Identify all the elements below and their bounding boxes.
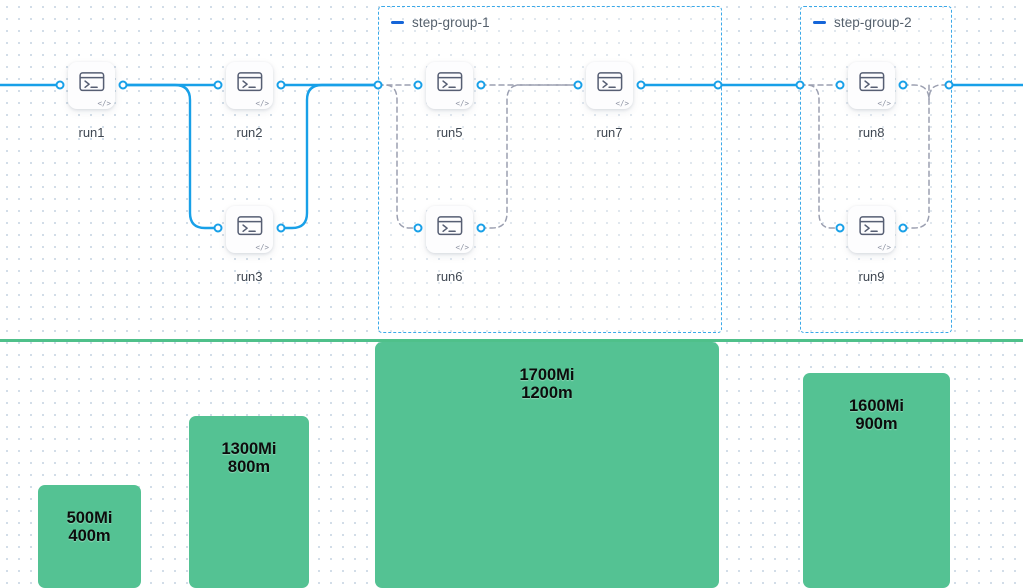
node-run8[interactable]: </> [848, 62, 895, 109]
minus-icon[interactable] [813, 21, 826, 24]
port-run3-out[interactable] [276, 223, 286, 233]
node-label-run8: run8 [858, 125, 885, 140]
edge-run1-to-run3 [121, 83, 220, 230]
port-run1-out[interactable] [118, 80, 128, 90]
node-run6[interactable]: </> [426, 206, 473, 253]
terminal-icon [436, 70, 463, 99]
code-badge-icon[interactable]: </> [877, 242, 891, 252]
code-badge-icon[interactable]: </> [255, 98, 269, 108]
terminal-icon [436, 71, 462, 91]
node-run7[interactable]: </> [586, 62, 633, 109]
node-label-run3: run3 [236, 269, 263, 284]
terminal-icon [236, 71, 262, 91]
bar-group2-label: 1600Mi 900m [848, 397, 905, 434]
port-run6-in[interactable] [413, 223, 423, 233]
edge-run3-to-group1 [279, 83, 380, 230]
port-run5-in[interactable] [413, 80, 423, 90]
terminal-icon [858, 215, 884, 235]
terminal-icon [236, 215, 262, 235]
terminal-icon [78, 70, 105, 99]
port-run7-out[interactable] [636, 80, 646, 90]
port-group2-out[interactable] [944, 80, 954, 90]
terminal-icon [236, 214, 263, 243]
node-label-run6: run6 [436, 269, 463, 284]
terminal-icon [436, 214, 463, 243]
port-run6-out[interactable] [476, 223, 486, 233]
code-badge-icon[interactable]: </> [877, 98, 891, 108]
terminal-icon [596, 70, 623, 99]
step-group-2-header: step-group-2 [813, 15, 912, 30]
terminal-icon [78, 71, 104, 91]
port-run7-in[interactable] [573, 80, 583, 90]
port-group2-in[interactable] [795, 80, 805, 90]
port-run8-in[interactable] [835, 80, 845, 90]
port-run2-out[interactable] [276, 80, 286, 90]
bar-run1: 500Mi 400m [38, 485, 141, 588]
bar-run2: 1300Mi 800m [189, 416, 309, 588]
step-group-step-group-1[interactable]: step-group-1 [378, 6, 722, 333]
code-badge-icon[interactable]: </> [455, 242, 469, 252]
terminal-icon [596, 71, 622, 91]
port-group1-in[interactable] [373, 80, 383, 90]
code-badge-icon[interactable]: </> [255, 242, 269, 252]
green-divider-line [0, 339, 1023, 342]
node-label-run7: run7 [596, 125, 623, 140]
bar-group1: 1700Mi 1200m [375, 342, 719, 588]
terminal-icon [236, 70, 263, 99]
node-run9[interactable]: </> [848, 206, 895, 253]
code-badge-icon[interactable]: </> [615, 98, 629, 108]
port-run8-out[interactable] [898, 80, 908, 90]
step-group-1-label: step-group-1 [412, 15, 490, 30]
node-label-run2: run2 [236, 125, 263, 140]
node-label-run1: run1 [78, 125, 105, 140]
port-run5-out[interactable] [476, 80, 486, 90]
terminal-icon [436, 215, 462, 235]
node-label-run9: run9 [858, 269, 885, 284]
minus-icon[interactable] [391, 21, 404, 24]
node-run1[interactable]: </> [68, 62, 115, 109]
port-run2-in[interactable] [213, 80, 223, 90]
port-group1-out[interactable] [713, 80, 723, 90]
bar-run2-label: 1300Mi 800m [221, 440, 277, 477]
step-group-2-label: step-group-2 [834, 15, 912, 30]
port-run9-in[interactable] [835, 223, 845, 233]
port-run3-in[interactable] [213, 223, 223, 233]
port-run9-out[interactable] [898, 223, 908, 233]
terminal-icon [858, 70, 885, 99]
node-label-run5: run5 [436, 125, 463, 140]
bar-group2: 1600Mi 900m [803, 373, 950, 588]
bar-run1-label: 500Mi 400m [66, 509, 113, 546]
node-run5[interactable]: </> [426, 62, 473, 109]
bar-group1-label: 1700Mi 1200m [519, 366, 575, 403]
code-badge-icon[interactable]: </> [97, 98, 111, 108]
terminal-icon [858, 214, 885, 243]
step-group-1-header: step-group-1 [391, 15, 490, 30]
terminal-icon [858, 71, 884, 91]
code-badge-icon[interactable]: </> [455, 98, 469, 108]
port-run1-in[interactable] [55, 80, 65, 90]
node-run3[interactable]: </> [226, 206, 273, 253]
node-run2[interactable]: </> [226, 62, 273, 109]
